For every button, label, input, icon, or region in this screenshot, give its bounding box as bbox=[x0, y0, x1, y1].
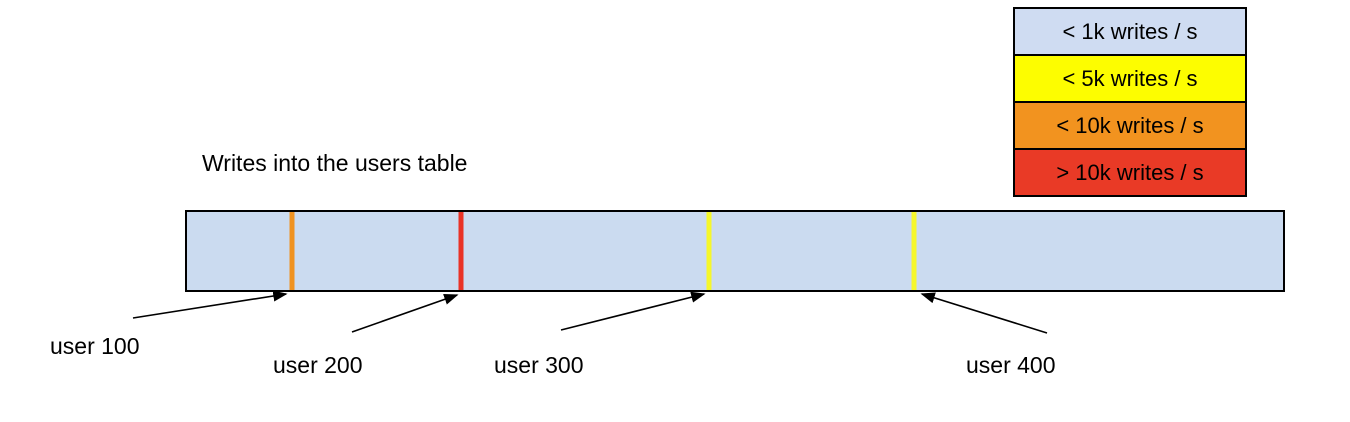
legend-item-lt-5k: < 5k writes / s bbox=[1015, 56, 1245, 103]
legend-item-lt-1k: < 1k writes / s bbox=[1015, 9, 1245, 56]
hotspot-marker-user-100 bbox=[289, 212, 295, 290]
arrow-user-200 bbox=[351, 293, 459, 333]
diagram-title: Writes into the users table bbox=[202, 150, 468, 176]
user-label-200: user 200 bbox=[273, 352, 363, 378]
users-table-bar bbox=[185, 210, 1285, 292]
user-label-100: user 100 bbox=[50, 333, 140, 359]
legend: < 1k writes / s < 5k writes / s < 10k wr… bbox=[1013, 7, 1247, 197]
user-label-300: user 300 bbox=[494, 352, 584, 378]
hotspot-marker-user-300 bbox=[706, 212, 712, 290]
user-label-400: user 400 bbox=[966, 352, 1056, 378]
arrow-user-400 bbox=[920, 292, 1048, 334]
arrow-user-100 bbox=[132, 290, 288, 319]
hotspot-marker-user-200 bbox=[458, 212, 464, 290]
arrow-user-300 bbox=[560, 291, 706, 331]
legend-item-lt-10k: < 10k writes / s bbox=[1015, 103, 1245, 150]
legend-item-gt-10k: > 10k writes / s bbox=[1015, 150, 1245, 195]
hotspot-marker-user-400 bbox=[911, 212, 917, 290]
